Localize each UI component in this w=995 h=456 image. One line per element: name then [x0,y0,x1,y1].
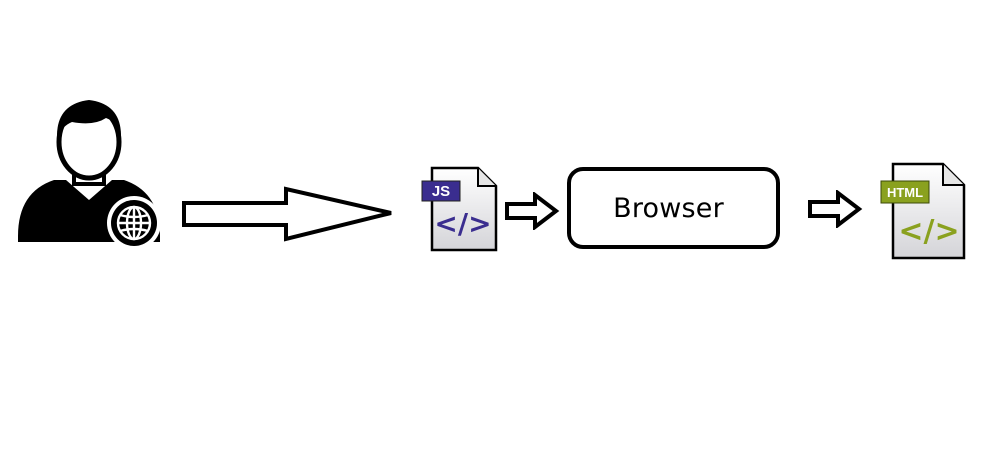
js-code-glyph: </> [434,207,491,240]
js-file-icon: JS </> [418,165,500,253]
html-badge-text: HTML [887,185,923,200]
small-arrow-icon [503,192,561,230]
browser-label: Browser [613,192,724,224]
big-arrow-icon [180,185,395,245]
browser-box: Browser [567,167,780,249]
html-code-glyph: </> [898,214,959,249]
js-badge-text: JS [432,183,450,200]
user-globe-icon [14,96,164,252]
small-arrow-icon [806,190,864,228]
html-file-icon: HTML </> [877,161,967,261]
